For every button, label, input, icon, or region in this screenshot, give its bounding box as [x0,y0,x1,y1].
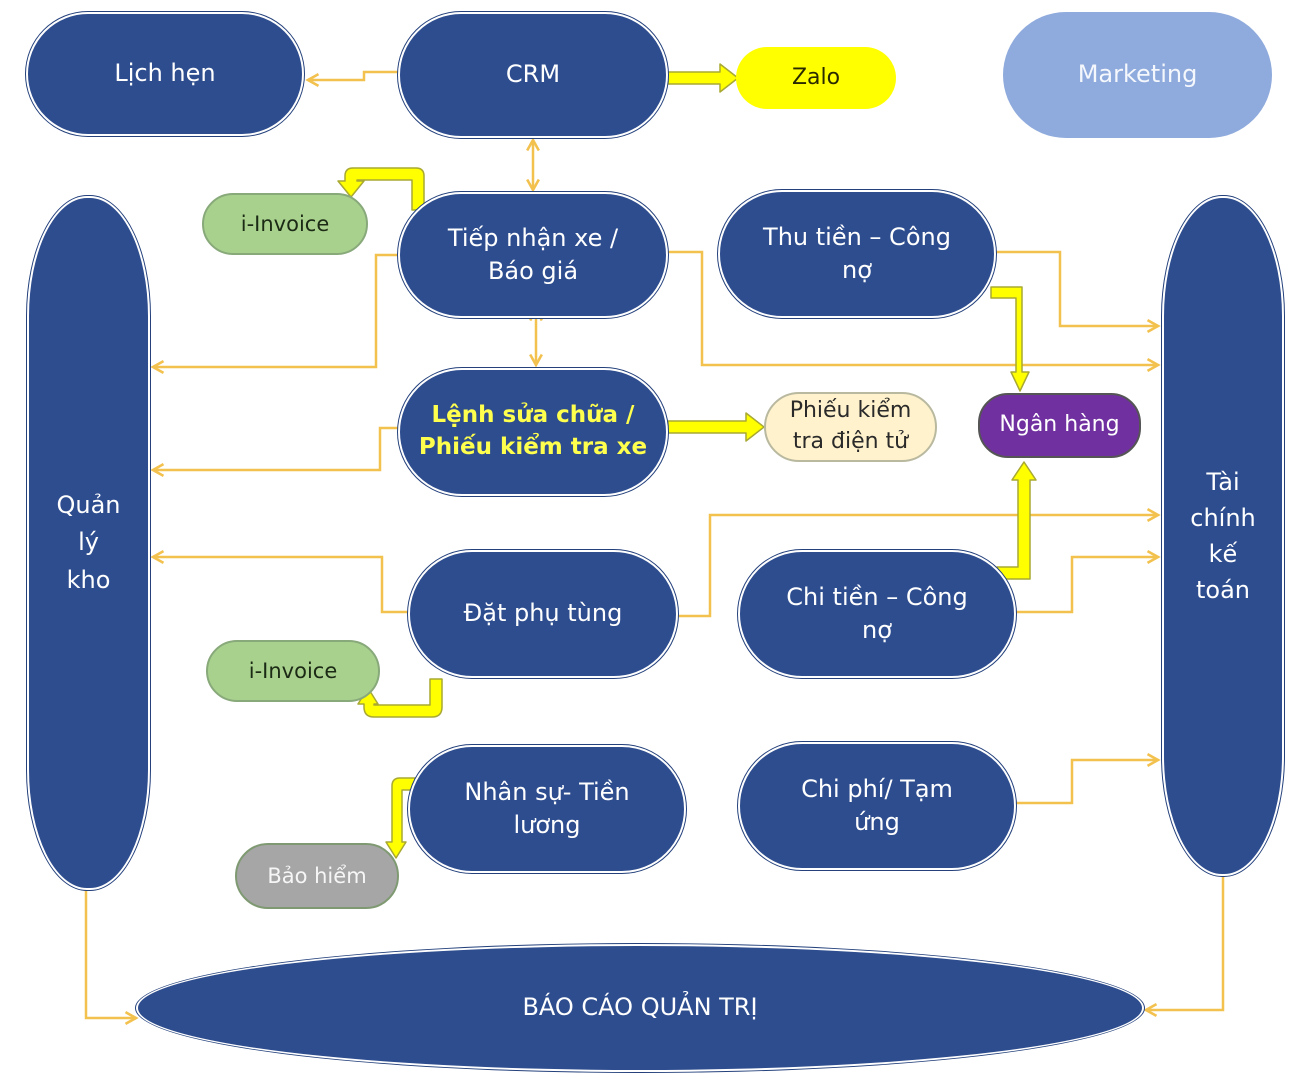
node-phieu-kiem-tra[interactable]: Phiếu kiểm tra điện tử [764,392,937,462]
arrow-crm-lichhen [308,70,400,80]
node-lich-hen[interactable]: Lịch hẹn [26,12,304,136]
block-arrow-chitien-nganhang [996,461,1037,580]
block-arrow-thutien-nganhang [990,286,1030,392]
arrow-kho-baocao [84,888,136,1018]
node-chi-phi-tam-ung[interactable]: Chi phí/ Tạm ứng [738,742,1016,870]
node-tiep-nhan-xe[interactable]: Tiếp nhận xe / Báo giá [398,192,668,318]
node-dat-phu-tung[interactable]: Đặt phụ tùng [408,550,678,678]
arrow-chitien-taichinh [1016,557,1158,614]
arrow-datphutung-taichinh [678,515,1158,618]
node-lenh-sua-chua[interactable]: Lệnh sửa chữa / Phiếu kiểm tra xe [398,368,668,496]
node-i-invoice-top[interactable]: i-Invoice [202,193,368,255]
node-tai-chinh-ke-toan[interactable]: Tài chính kế toán [1162,196,1284,876]
node-ngan-hang[interactable]: Ngân hàng [978,393,1141,458]
node-bao-cao-quan-tri[interactable]: BÁO CÁO QUẢN TRỊ [136,944,1144,1072]
node-marketing[interactable]: Marketing [1003,12,1272,138]
arrow-tiepnhan-taichinh [668,250,1158,365]
node-chi-tien-cong-no[interactable]: Chi tiền – Công nợ [738,550,1016,678]
node-i-invoice-bottom[interactable]: i-Invoice [206,640,380,702]
arrow-datphutung-kho [153,557,410,614]
node-quan-ly-kho[interactable]: Quản lý kho [27,196,150,890]
node-crm[interactable]: CRM [398,12,668,138]
block-arrow-datphutung-invoice [357,678,443,718]
node-zalo[interactable]: Zalo [736,47,896,109]
arrow-thutien-taichinh [996,250,1158,326]
arrow-taichinh-baocao [1146,873,1225,1010]
node-nhan-su-tien-luong[interactable]: Nhân sự- Tiền lương [408,745,686,873]
arrow-tiepnhan-kho [153,253,398,367]
arrow-chiphi-taichinh [1016,760,1158,805]
block-arrow-crm-zalo [667,63,739,93]
block-arrow-tiepnhan-invoice [337,167,425,211]
node-thu-tien-cong-no[interactable]: Thu tiền – Công nợ [718,190,996,318]
block-arrow-lenh-phieukiem [667,412,765,442]
arrow-lenh-kho [153,426,402,470]
node-bao-hiem[interactable]: Bảo hiểm [235,843,399,909]
block-arrow-nhansu-baohiem [385,777,416,859]
